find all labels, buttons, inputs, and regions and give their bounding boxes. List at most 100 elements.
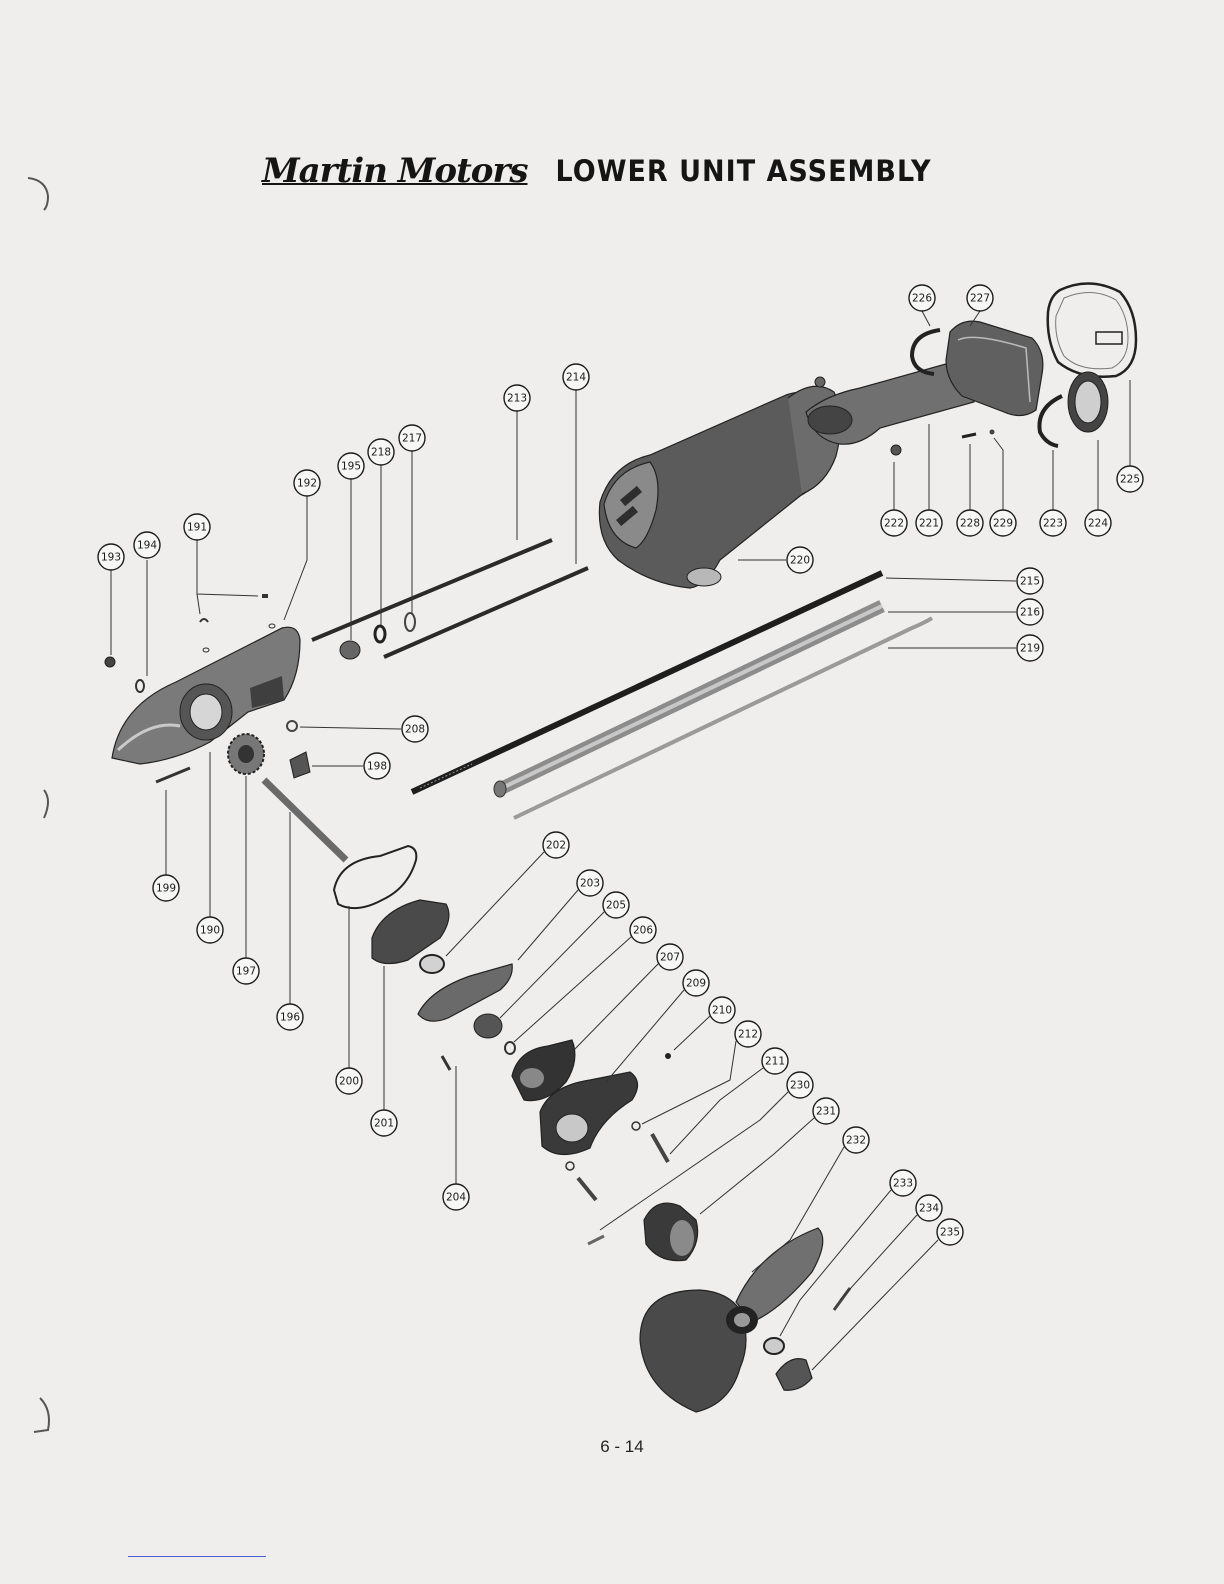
hub-232 — [644, 1203, 698, 1261]
callout-label: 199 — [156, 883, 176, 895]
leader-line — [197, 594, 200, 614]
seal-224 — [1068, 372, 1108, 432]
callout-label: 221 — [919, 518, 939, 530]
callout-219: 219 — [1017, 635, 1043, 661]
gear-197 — [228, 734, 264, 774]
ring-223 — [1039, 396, 1062, 446]
callout-label: 214 — [566, 372, 586, 384]
gasket-225 — [1048, 283, 1136, 376]
washer-202 — [420, 955, 444, 973]
callout-214: 214 — [563, 364, 589, 390]
callout-227: 227 — [967, 285, 993, 311]
callout-197: 197 — [233, 958, 259, 984]
cap-201 — [372, 900, 449, 964]
callout-label: 227 — [970, 293, 990, 305]
leader-line — [812, 1240, 938, 1370]
callout-label: 231 — [816, 1106, 836, 1118]
bolt-230 — [578, 1178, 596, 1200]
nut-195 — [340, 641, 360, 659]
leader-line — [600, 1092, 788, 1230]
ring-218 — [375, 626, 385, 642]
callout-label: 229 — [993, 518, 1013, 530]
callout-label: 217 — [402, 433, 422, 445]
callout-label: 190 — [200, 925, 220, 937]
callout-label: 224 — [1088, 518, 1108, 530]
callout-223: 223 — [1040, 510, 1066, 536]
callout-213: 213 — [504, 385, 530, 411]
ring-217 — [405, 613, 415, 631]
callout-204: 204 — [443, 1184, 469, 1210]
callout-231: 231 — [813, 1098, 839, 1124]
callout-232: 232 — [843, 1127, 869, 1153]
nut-upper — [815, 377, 825, 387]
callout-label: 216 — [1020, 607, 1040, 619]
washer-212 — [632, 1122, 640, 1130]
rod-214 — [384, 568, 588, 657]
callout-206: 206 — [630, 917, 656, 943]
callout-229: 229 — [990, 510, 1016, 536]
callout-202: 202 — [543, 832, 569, 858]
callout-230: 230 — [787, 1072, 813, 1098]
upper-housing — [806, 321, 1043, 444]
callout-label: 235 — [940, 1227, 960, 1239]
leader-line — [642, 1041, 736, 1124]
leader-line — [514, 937, 631, 1042]
callout-209: 209 — [683, 970, 709, 996]
leader-line — [197, 540, 258, 596]
callout-label: 193 — [101, 552, 121, 564]
washer-230 — [566, 1162, 574, 1170]
callout-label: 200 — [339, 1076, 359, 1088]
callout-224: 224 — [1085, 510, 1111, 536]
callout-label: 194 — [137, 540, 157, 552]
callout-228: 228 — [957, 510, 983, 536]
callout-label: 205 — [606, 900, 626, 912]
leader-line — [994, 438, 1003, 510]
callout-label: 192 — [297, 478, 317, 490]
washer-192 — [269, 624, 275, 628]
callout-label: 211 — [765, 1056, 785, 1068]
pin-210 — [665, 1053, 671, 1059]
callout-211: 211 — [762, 1048, 788, 1074]
pin-231 — [588, 1236, 604, 1244]
callout-203: 203 — [577, 870, 603, 896]
nut-193 — [105, 657, 115, 667]
leader-line — [840, 1215, 917, 1300]
nut-235 — [776, 1359, 812, 1391]
leader-line — [570, 964, 658, 1054]
callout-label: 220 — [790, 555, 810, 567]
nut-222 — [891, 445, 901, 455]
callout-label: 195 — [341, 461, 361, 473]
binder-marks — [28, 178, 49, 1432]
callout-193: 193 — [98, 544, 124, 570]
callout-199: 199 — [153, 875, 179, 901]
ring-206 — [505, 1042, 515, 1054]
callout-label: 198 — [367, 761, 387, 773]
leader-line — [300, 727, 401, 729]
callout-207: 207 — [657, 944, 683, 970]
bushing-205 — [474, 1014, 502, 1038]
callout-191: 191 — [184, 514, 210, 540]
pin-204 — [442, 1056, 450, 1070]
callout-195: 195 — [338, 453, 364, 479]
leader-line — [518, 890, 578, 960]
callout-label: 218 — [371, 447, 391, 459]
pinion-198 — [290, 752, 310, 778]
callout-label: 203 — [580, 878, 600, 890]
callout-label: 197 — [236, 966, 256, 978]
callout-217: 217 — [399, 425, 425, 451]
callout-234: 234 — [916, 1195, 942, 1221]
callout-label: 207 — [660, 952, 680, 964]
callout-label: 191 — [187, 522, 207, 534]
callout-215: 215 — [1017, 568, 1043, 594]
callout-194: 194 — [134, 532, 160, 558]
callout-label: 215 — [1020, 576, 1040, 588]
callout-198: 198 — [364, 753, 390, 779]
washer-233 — [764, 1338, 784, 1354]
callout-label: 212 — [738, 1029, 758, 1041]
callout-label: 232 — [846, 1135, 866, 1147]
callout-label: 196 — [280, 1012, 300, 1024]
callout-label: 209 — [686, 978, 706, 990]
pin-199 — [156, 768, 190, 782]
